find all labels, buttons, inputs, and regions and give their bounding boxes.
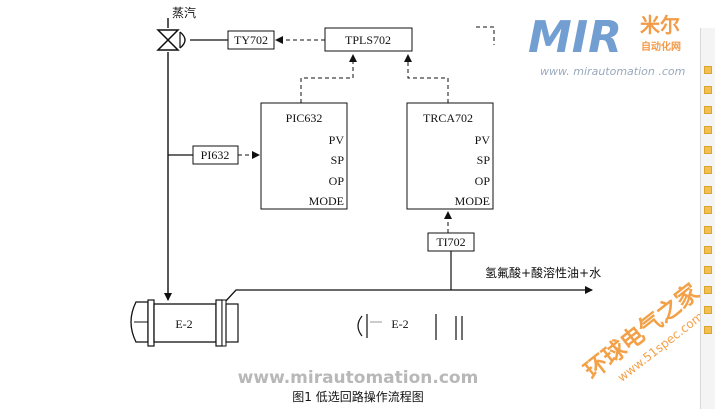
folder-icon — [704, 206, 712, 214]
mir-logo-url: www. mirautomation .com — [540, 65, 685, 78]
pic632-mode: MODE — [309, 194, 344, 208]
e2-left-label: E-2 — [175, 317, 192, 331]
pi632-label: PI632 — [201, 148, 230, 162]
folder-icon — [704, 146, 712, 154]
folder-icon — [704, 166, 712, 174]
side-scroll-strip[interactable] — [700, 28, 715, 409]
dashed-bracket — [476, 26, 495, 45]
trca702-sp: SP — [477, 153, 491, 167]
pic632-sp: SP — [331, 153, 345, 167]
pic632-pv: PV — [329, 133, 345, 147]
folder-icon — [704, 226, 712, 234]
folder-icon — [704, 266, 712, 274]
steam-label: 蒸汽 — [172, 5, 196, 20]
pic-to-tpls-signal — [300, 54, 357, 103]
mir-logo-text: MIR — [528, 12, 622, 63]
product-stream-label: 氢氟酸+酸溶性油+水 — [485, 265, 601, 280]
folder-icon — [704, 246, 712, 254]
trca702-label: TRCA702 — [423, 111, 473, 125]
ty702-label: TY702 — [234, 33, 268, 47]
pic632-box — [260, 102, 348, 210]
folder-icon — [704, 86, 712, 94]
spec-watermark: 环球电气之家 www.51spec.com — [579, 278, 706, 384]
pic632-label: PIC632 — [286, 111, 323, 125]
trca702-op: OP — [475, 174, 491, 188]
mir-logo-cn: 米尔 — [640, 13, 680, 37]
folder-icon — [704, 326, 712, 334]
folder-icon — [704, 126, 712, 134]
ti702-label: TI702 — [436, 235, 465, 249]
folder-icon — [704, 286, 712, 294]
mir-logo-watermark: MIR 米尔 自动化网 www. mirautomation .com — [528, 12, 685, 78]
outlet-pipe — [223, 286, 593, 304]
folder-icon — [704, 66, 712, 74]
folder-icon — [704, 106, 712, 114]
heat-exchanger-e2: E-2 — [130, 299, 239, 347]
tpls702-label: TPLS702 — [345, 33, 391, 47]
heat-exchanger-e2-ghost: E-2 — [357, 314, 463, 340]
folder-icon — [704, 306, 712, 314]
mirautomation-watermark: www.mirautomation.com — [238, 368, 479, 388]
trca702-pv: PV — [475, 133, 491, 147]
trca702-box — [406, 102, 494, 210]
e2-right-label: E-2 — [391, 317, 408, 331]
ty702-box — [227, 30, 275, 50]
control-valve-icon — [156, 29, 186, 51]
trca-to-tpls-signal — [404, 54, 449, 103]
folder-icon — [704, 186, 712, 194]
trca702-mode: MODE — [455, 194, 490, 208]
pic632-op: OP — [329, 174, 345, 188]
mir-logo-sub: 自动化网 — [641, 40, 681, 53]
figure-caption: 图1 低选回路操作流程图 — [292, 389, 423, 404]
